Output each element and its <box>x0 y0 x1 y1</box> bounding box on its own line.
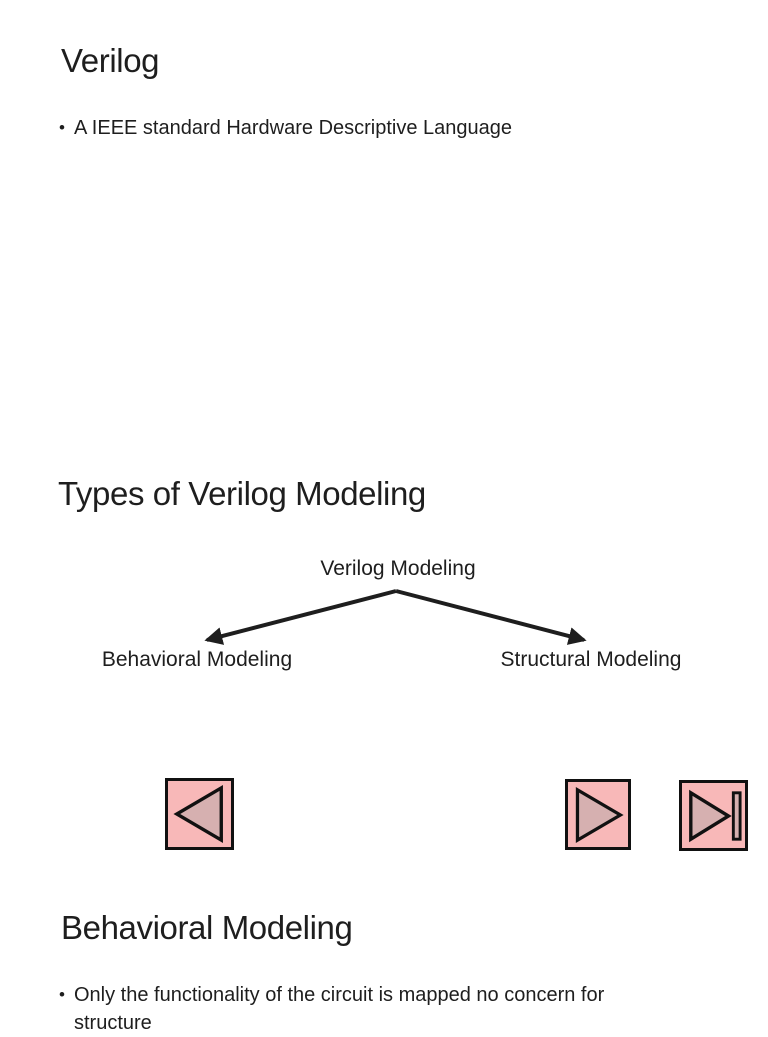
slide1-title: Verilog <box>61 42 160 79</box>
diagram-left-label: Behavioral Modeling <box>101 648 293 671</box>
slide2-title: Types of Verilog Modeling <box>58 475 426 512</box>
diagram-root-label: Verilog Modeling <box>320 557 476 580</box>
arrow-to-behavioral <box>204 589 397 645</box>
triangle-right-bar-icon <box>688 789 742 842</box>
bullet-marker: • <box>59 118 65 137</box>
slide3-bullet-line1: Only the functionality of the circuit is… <box>74 984 605 1006</box>
slide3-bullet: • Only the functionality of the circuit … <box>59 981 719 1037</box>
tree-arrows <box>204 589 587 645</box>
slide3-bullet-text: Only the functionality of the circuit is… <box>74 981 604 1037</box>
triangle-right-icon <box>575 786 624 843</box>
slide3-bullet-line2: structure <box>74 1012 152 1034</box>
prev-slide-button[interactable] <box>165 778 234 850</box>
last-slide-button[interactable] <box>679 780 748 851</box>
slide1-bullet: • A IEEE standard Hardware Descriptive L… <box>59 114 699 142</box>
slide1-bullet-text: A IEEE standard Hardware Descriptive Lan… <box>74 117 513 139</box>
next-slide-button[interactable] <box>565 779 631 850</box>
triangle-left-icon <box>172 784 223 844</box>
slide3-title: Behavioral Modeling <box>61 909 353 946</box>
arrow-to-structural <box>395 589 587 645</box>
bullet-marker: • <box>59 985 65 1004</box>
diagram-right-label: Structural Modeling <box>500 648 682 671</box>
